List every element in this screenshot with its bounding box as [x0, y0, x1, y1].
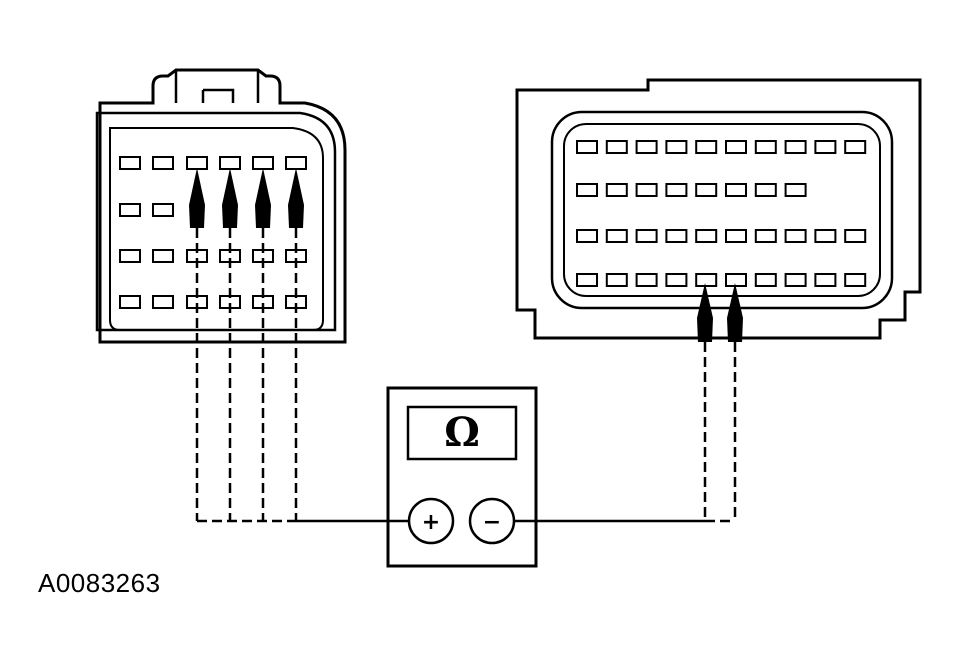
right-connector-inner-face: [563, 123, 881, 297]
right-probe-tip: [727, 283, 743, 342]
ohmmeter: Ω + −: [386, 386, 538, 568]
right-pin: [605, 273, 628, 287]
right-pin: [784, 273, 807, 287]
right-pin: [784, 183, 807, 197]
right-pin: [814, 229, 837, 243]
left-probe-tip: [222, 168, 238, 228]
right-pin: [814, 140, 837, 154]
right-pin: [754, 183, 777, 197]
right-pin: [695, 183, 718, 197]
right-pin: [665, 229, 688, 243]
right-pin: [725, 183, 747, 197]
left-connector-inner-face: [109, 127, 324, 331]
right-pin: [754, 229, 777, 243]
left-pin: [219, 156, 241, 170]
left-probes: [189, 168, 304, 523]
left-pin: [119, 295, 141, 309]
right-connector-inner-outline: [550, 110, 894, 310]
right-pin: [754, 273, 777, 287]
right-pin: [725, 140, 747, 154]
right-pin: [814, 273, 837, 287]
right-pin: [725, 229, 747, 243]
left-pin: [285, 156, 307, 170]
right-connector-housing: [515, 78, 922, 340]
left-pin: [152, 295, 174, 309]
right-pin: [605, 183, 628, 197]
ohm-symbol: Ω: [444, 409, 480, 456]
right-pin: [844, 229, 867, 243]
left-pin: [186, 156, 208, 170]
left-pin: [152, 203, 174, 217]
right-pin: [576, 183, 598, 197]
left-pin: [152, 156, 174, 170]
right-pin: [576, 140, 598, 154]
left-pin: [119, 249, 141, 263]
left-pin: [152, 249, 174, 263]
right-pin: [754, 140, 777, 154]
right-pin: [635, 183, 658, 197]
right-pin: [576, 229, 598, 243]
right-pin: [605, 140, 628, 154]
right-pin: [665, 140, 688, 154]
left-probe-tip: [288, 168, 304, 228]
left-probe-tip: [189, 168, 205, 228]
right-pin: [665, 273, 688, 287]
right-pin: [784, 140, 807, 154]
left-connector-latch: [174, 70, 260, 103]
right-pin: [844, 140, 867, 154]
right-probe-tip: [697, 283, 713, 342]
right-pin: [635, 273, 658, 287]
right-pin: [844, 273, 867, 287]
right-pin: [605, 229, 628, 243]
right-pin: [635, 229, 658, 243]
right-pin: [665, 183, 688, 197]
right-connector: [515, 78, 922, 340]
right-pin: [576, 273, 598, 287]
left-probe-tip: [255, 168, 271, 228]
right-connector-pins: [576, 140, 867, 287]
left-pin: [119, 203, 141, 217]
right-pin: [695, 273, 718, 287]
right-pin: [695, 140, 718, 154]
left-pin: [252, 156, 274, 170]
figure-reference: A0083263: [38, 568, 161, 598]
right-pin: [695, 229, 718, 243]
left-connector-inner-outline: [95, 111, 337, 332]
negative-symbol: −: [483, 510, 501, 535]
meter-display: [406, 405, 518, 461]
right-pin: [784, 229, 807, 243]
positive-symbol: +: [422, 510, 440, 535]
right-pin: [635, 140, 658, 154]
right-pin: [725, 273, 747, 287]
right-probes: [697, 283, 743, 523]
left-pin: [119, 156, 141, 170]
